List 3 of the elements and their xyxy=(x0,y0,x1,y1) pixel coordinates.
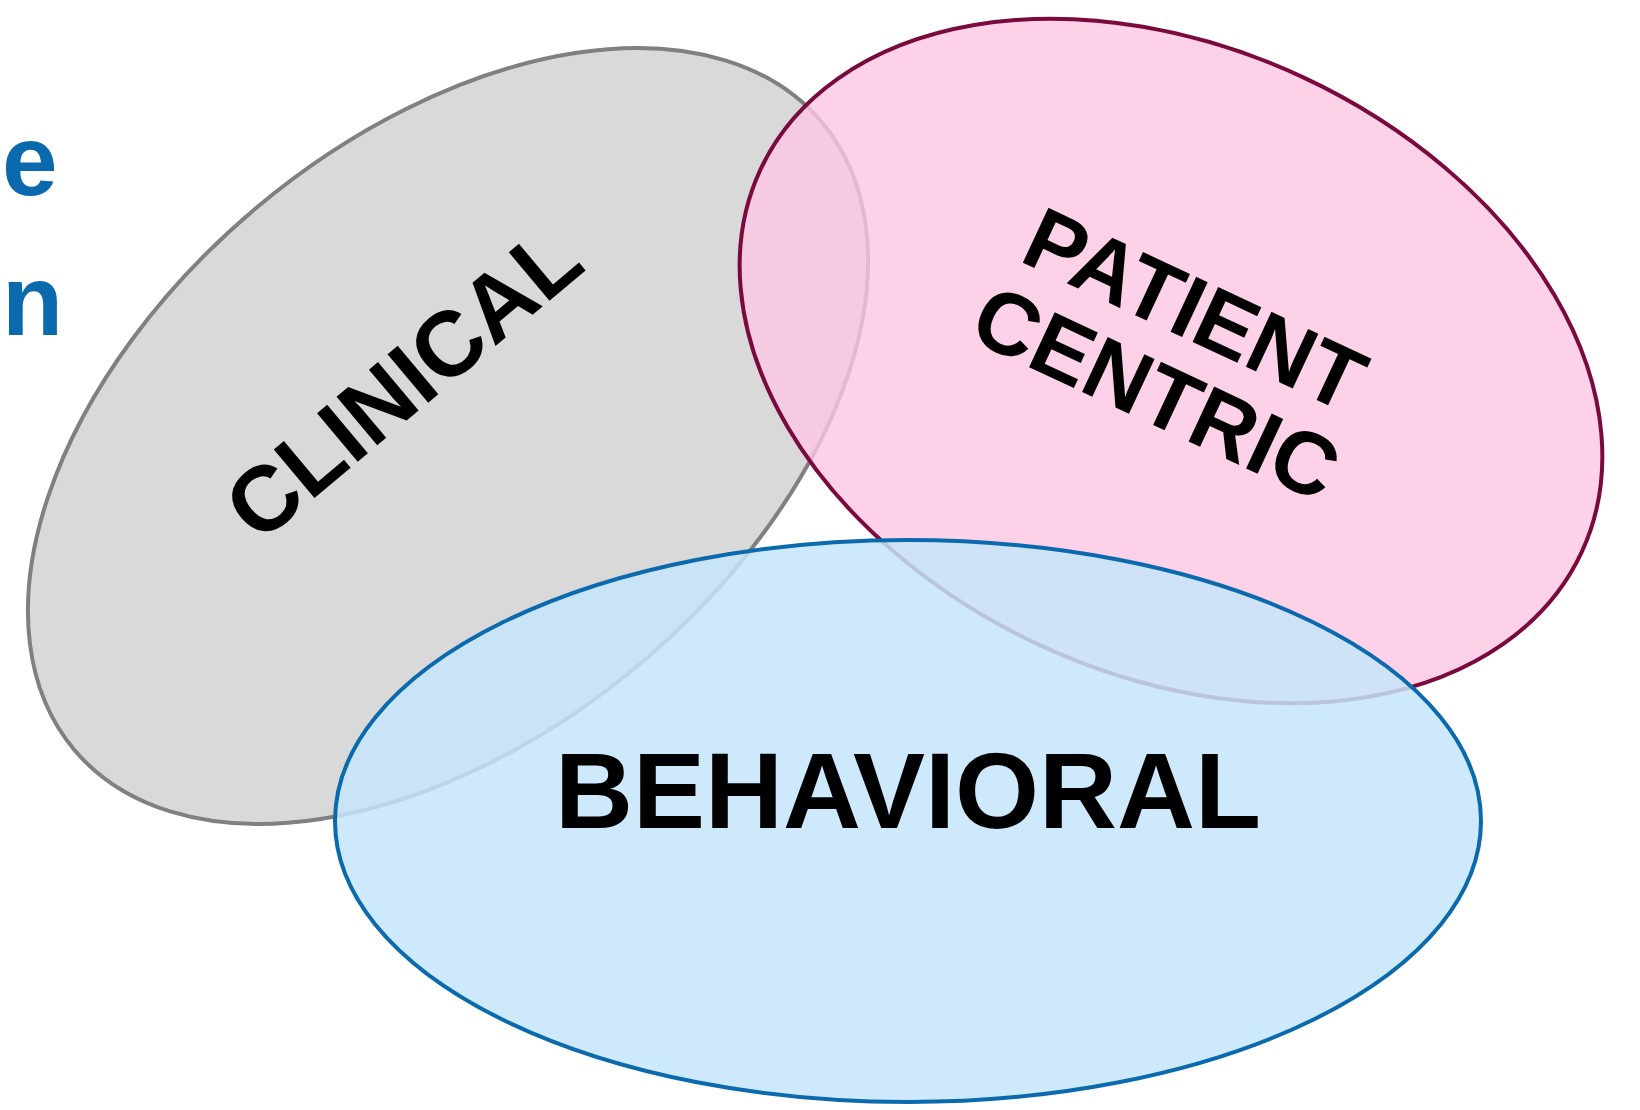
category-label: BEHAVIORAL xyxy=(555,734,1261,848)
heading-fragment: n xyxy=(2,250,64,350)
heading-fragment: e xyxy=(2,110,58,210)
